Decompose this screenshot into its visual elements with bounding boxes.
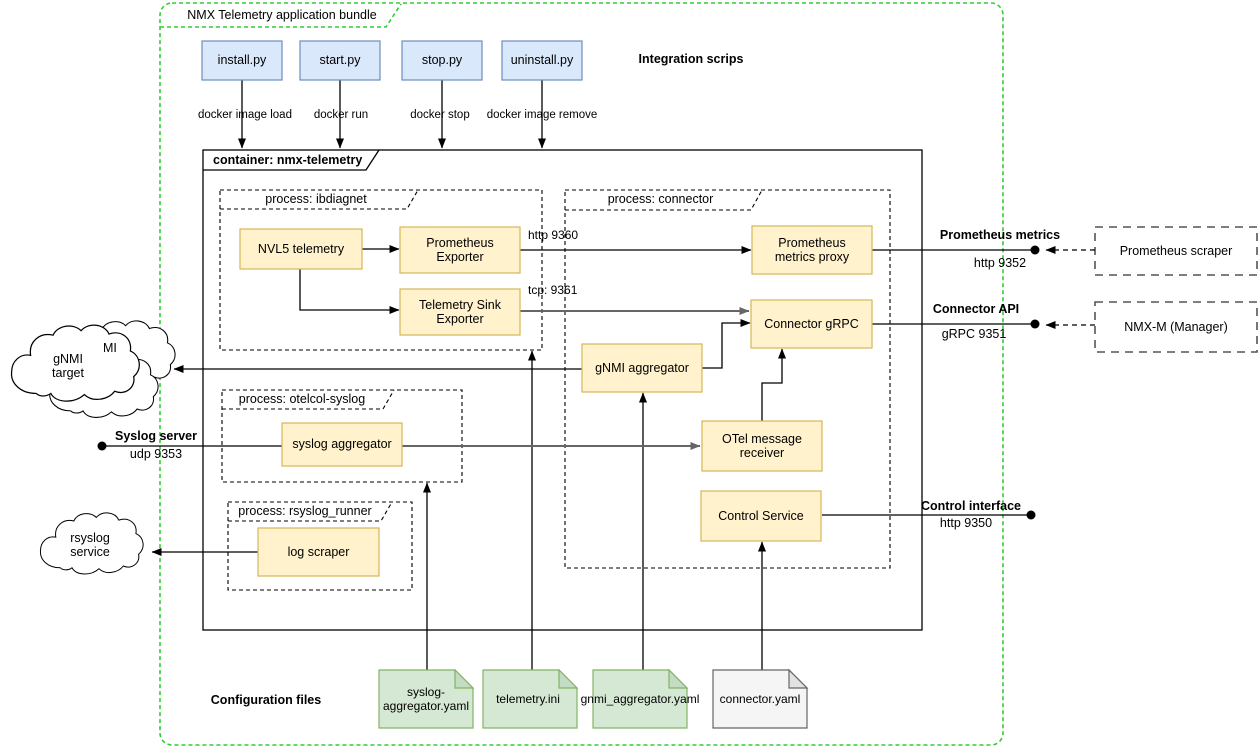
process-connector-box — [564, 189, 891, 569]
file-telemetry-ini — [482, 669, 578, 729]
edge-nvl5-telemetrysink — [299, 269, 400, 314]
external-prom-scraper-box — [1094, 226, 1258, 276]
prometheus-exporter-box — [399, 226, 521, 274]
endpoint-syslog-dot — [97, 441, 107, 451]
edge-gnmiagg-connectorgrpc — [702, 319, 751, 369]
file-connector-yaml-fold — [788, 668, 809, 689]
process-rsyslog-box — [227, 501, 413, 591]
control-service-box — [700, 490, 822, 542]
gnmi-aggregator-box — [581, 343, 703, 393]
endpoint-prometheus-dot — [1030, 245, 1040, 255]
start-py-box — [299, 40, 381, 81]
file-gnmi-aggregator-yaml — [592, 669, 688, 729]
file-telemetry-ini-fold — [558, 668, 579, 689]
rsyslog-cloud — [39, 512, 144, 575]
file-syslog-aggregator-fold — [454, 668, 475, 689]
nvl5-telemetry-box — [239, 228, 363, 270]
container-box — [202, 149, 923, 631]
telemetry-sink-box — [399, 288, 521, 336]
process-ibdiagnet-tab — [220, 189, 419, 210]
gnmi-cloud-front — [10, 324, 140, 402]
process-rsyslog-tab — [228, 501, 393, 522]
file-syslog-aggregator-yaml — [378, 669, 474, 729]
edge-otel-connectorgrpc — [761, 348, 786, 421]
endpoint-control-dot — [1026, 510, 1036, 520]
process-connector-tab — [565, 189, 763, 211]
connector-grpc-box — [750, 299, 873, 349]
container-label-tab — [203, 149, 380, 171]
process-otelcol-tab — [222, 389, 395, 410]
uninstall-py-box — [501, 40, 583, 81]
install-py-box — [201, 40, 283, 81]
process-ibdiagnet-box — [219, 189, 543, 351]
log-scraper-box — [257, 527, 380, 577]
stop-py-box — [401, 40, 483, 81]
otel-receiver-box — [701, 420, 823, 472]
syslog-aggregator-box — [281, 422, 403, 467]
file-connector-yaml — [712, 669, 808, 729]
file-gnmi-aggregator-fold — [668, 668, 689, 689]
bundle-border — [159, 2, 1004, 746]
prometheus-proxy-box — [751, 225, 873, 275]
process-otelcol-box — [221, 389, 463, 483]
endpoint-connectorapi-dot — [1030, 319, 1040, 329]
bundle-title-tab — [160, 3, 402, 28]
external-nmxm-box — [1094, 301, 1258, 353]
